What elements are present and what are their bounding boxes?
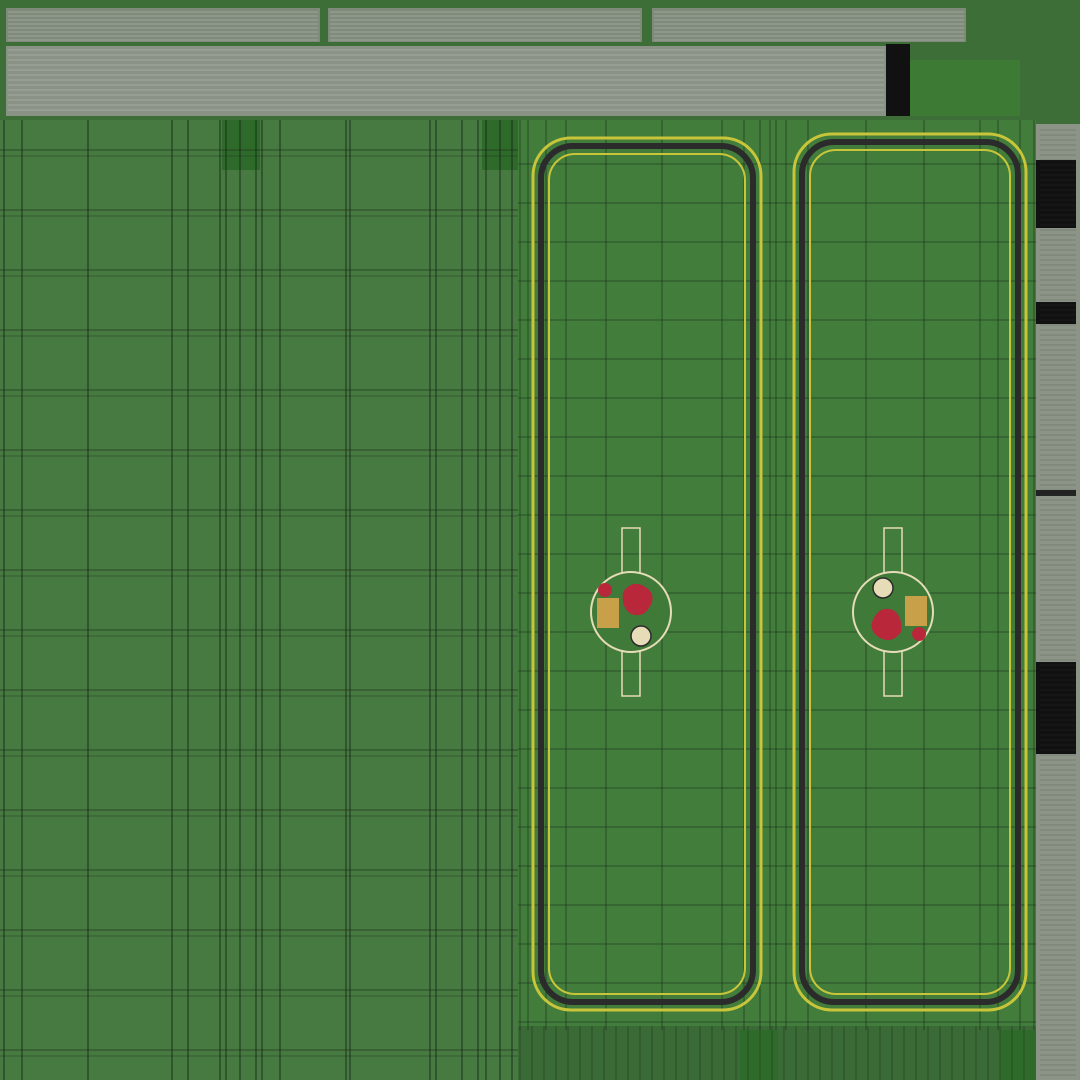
panel-grid-lines — [0, 120, 1076, 1080]
roof-strips — [6, 8, 1020, 116]
crest-icon — [590, 527, 672, 697]
lined-panel-left — [531, 136, 763, 1012]
lined-panel-right — [792, 132, 1028, 1012]
left-body-area — [0, 120, 518, 1080]
bottom-strip — [518, 1026, 1036, 1080]
right-panel-area — [518, 120, 1036, 1030]
crest-icon — [852, 527, 934, 697]
right-edge-strip — [1036, 124, 1080, 1080]
